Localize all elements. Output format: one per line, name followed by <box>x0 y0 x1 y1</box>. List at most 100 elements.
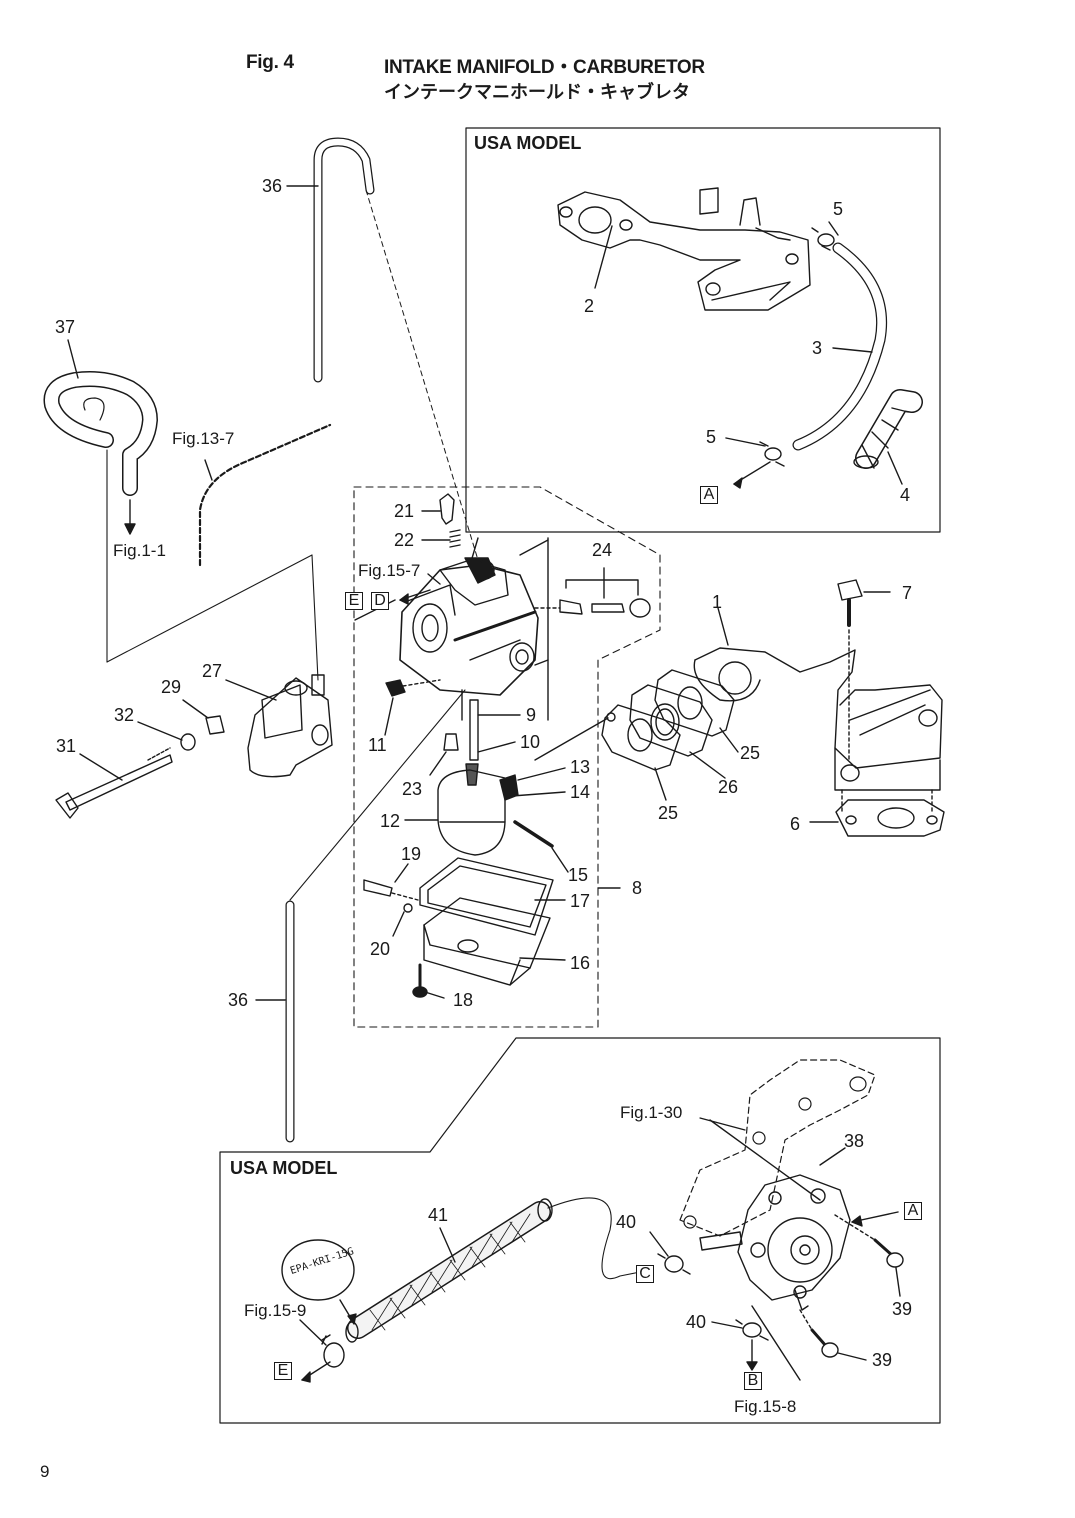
needle-jet-9 <box>469 699 521 761</box>
fitting-27 <box>225 674 333 778</box>
usa-model-inset-top <box>465 127 941 533</box>
part-number-17[interactable]: 17 <box>570 891 591 911</box>
vent-hose-36-top <box>286 137 479 561</box>
part-number-1[interactable]: 1 <box>712 592 723 612</box>
part-number-38[interactable]: 38 <box>844 1131 865 1151</box>
clip-40-upper <box>649 1231 691 1275</box>
gasket-25-back <box>654 669 739 753</box>
part-number-19[interactable]: 19 <box>401 844 422 864</box>
hose-end-fitting <box>299 1319 345 1383</box>
hose-4 <box>853 389 923 485</box>
carb-to-gasket-line <box>534 717 609 761</box>
part-number-3[interactable]: 3 <box>812 338 823 358</box>
drain-screw-18 <box>412 963 445 999</box>
part-number-5-lower[interactable]: 5 <box>706 427 717 447</box>
page-title-japanese: インテークマニホールド・キャブレタ <box>384 82 690 103</box>
throttle-cable <box>198 423 332 567</box>
part-number-36-top[interactable]: 36 <box>262 176 283 196</box>
hose-37 <box>43 339 319 681</box>
ref-fig-15-8[interactable]: Fig.15-8 <box>734 1397 797 1416</box>
usa-model-label-bottom: USA MODEL <box>230 1158 338 1178</box>
part-number-40-upper[interactable]: 40 <box>616 1212 637 1232</box>
bolt-7 <box>837 579 891 761</box>
idle-screw-set-24 <box>534 567 651 618</box>
connector-e-bottom: E <box>274 1362 292 1380</box>
part-number-23[interactable]: 23 <box>402 779 423 799</box>
page-title: INTAKE MANIFOLD・CARBURETOR <box>384 57 705 78</box>
part-number-41[interactable]: 41 <box>428 1205 449 1225</box>
intake-manifold-2 <box>557 187 811 311</box>
fuel-hose-41 <box>345 1197 641 1343</box>
part-number-20[interactable]: 20 <box>370 939 391 959</box>
float-bowl-16 <box>423 897 566 986</box>
part-number-40-lower[interactable]: 40 <box>686 1312 707 1332</box>
pilot-jet-11 <box>384 679 441 736</box>
part-number-18[interactable]: 18 <box>453 990 474 1010</box>
part-number-15[interactable]: 15 <box>568 865 589 885</box>
part-number-25-right[interactable]: 25 <box>740 743 761 763</box>
ref-fig-1-30[interactable]: Fig.1-30 <box>620 1103 683 1122</box>
drain-plug-19 <box>363 863 419 901</box>
part-number-26[interactable]: 26 <box>718 777 739 797</box>
mounting-bracket <box>679 1059 876 1237</box>
needle-valve-13 <box>499 767 566 801</box>
part-number-32[interactable]: 32 <box>114 705 135 725</box>
part-number-27[interactable]: 27 <box>202 661 223 681</box>
throttle-stop-screw-21 <box>421 493 455 525</box>
part-number-21[interactable]: 21 <box>394 501 415 521</box>
epa-stamp <box>281 1239 357 1325</box>
float-pin-15 <box>513 820 569 873</box>
part-number-39-right[interactable]: 39 <box>892 1299 913 1319</box>
gasket-17 <box>419 857 566 936</box>
clip-14-leader <box>511 791 566 797</box>
intake-manifold-1 <box>693 607 943 791</box>
clip-40-lower <box>711 1319 769 1371</box>
part-number-37[interactable]: 37 <box>55 317 76 337</box>
part-number-39-bottom[interactable]: 39 <box>872 1350 893 1370</box>
clip-5-lower <box>725 437 785 489</box>
bolt-39-right <box>834 1211 904 1297</box>
part-number-7[interactable]: 7 <box>902 583 913 603</box>
collar-29 <box>182 699 225 735</box>
usa-model-inset-bottom <box>219 1037 941 1424</box>
fuel-hose-3 <box>792 242 888 451</box>
part-number-12[interactable]: 12 <box>380 811 401 831</box>
o-ring-20 <box>392 903 413 937</box>
usa-model-label-top: USA MODEL <box>474 133 582 153</box>
page-number: 9 <box>40 1462 50 1481</box>
ref-fig-15-9[interactable]: Fig.15-9 <box>244 1301 307 1320</box>
part-number-31[interactable]: 31 <box>56 736 77 756</box>
float-12 <box>404 769 506 856</box>
connector-d-main: D <box>371 592 389 610</box>
connector-a-bottom: A <box>904 1202 922 1220</box>
part-number-9[interactable]: 9 <box>526 705 537 725</box>
part-number-36-bottom[interactable]: 36 <box>228 990 249 1010</box>
part-number-13[interactable]: 13 <box>570 757 591 777</box>
ref-fig-13-7[interactable]: Fig.13-7 <box>172 429 235 448</box>
part-number-10[interactable]: 10 <box>520 732 541 752</box>
part-number-11[interactable]: 11 <box>368 735 387 755</box>
insulator-26 <box>629 684 726 779</box>
part-number-5-upper[interactable]: 5 <box>833 199 844 219</box>
gasket-6 <box>809 789 945 837</box>
connector-a-top: A <box>700 486 718 504</box>
part-number-14[interactable]: 14 <box>570 782 591 802</box>
fuel-pump-38 <box>699 1119 851 1311</box>
ref-fig-15-7[interactable]: Fig.15-7 <box>358 561 421 580</box>
part-number-22[interactable]: 22 <box>394 530 415 550</box>
bolt-31 <box>55 747 173 819</box>
part-number-29[interactable]: 29 <box>161 677 182 697</box>
part-number-25-left[interactable]: 25 <box>658 803 679 823</box>
connector-e-main: E <box>345 592 363 610</box>
part-number-24[interactable]: 24 <box>592 540 613 560</box>
ref-fig-1-1[interactable]: Fig.1-1 <box>113 541 166 560</box>
clip-5-upper <box>811 221 839 251</box>
carburetor-assembly-outline <box>353 486 661 1028</box>
part-number-2[interactable]: 2 <box>584 296 595 316</box>
part-number-16[interactable]: 16 <box>570 953 591 973</box>
part-number-8[interactable]: 8 <box>632 878 643 898</box>
part-number-4[interactable]: 4 <box>900 485 911 505</box>
washer-32 <box>137 721 196 751</box>
part-number-6[interactable]: 6 <box>790 814 801 834</box>
